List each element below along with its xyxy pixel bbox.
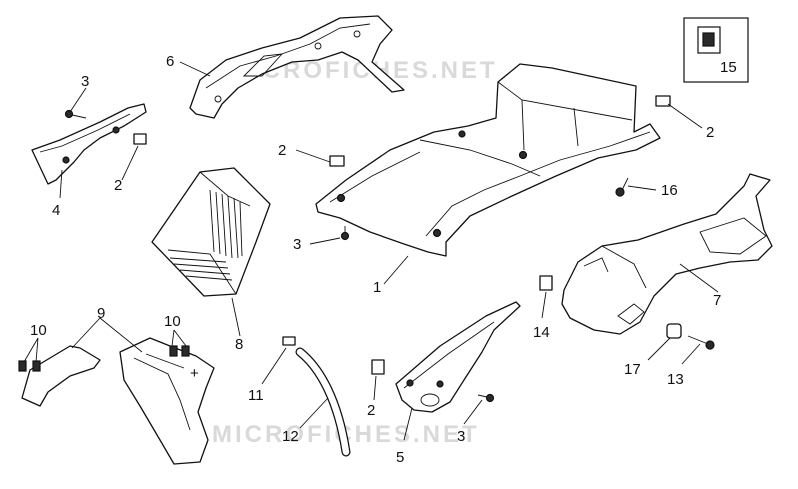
callout-14: 14 — [533, 324, 550, 341]
callout-3-bottom: 3 — [457, 428, 465, 445]
part-1-rear-undertray — [315, 63, 661, 257]
callout-9: 9 — [97, 305, 105, 322]
callout-16: 16 — [661, 182, 678, 199]
part-15-kit-box — [683, 17, 749, 83]
part-17-spacer — [666, 323, 682, 339]
part-2-clip-left — [133, 133, 147, 145]
callout-3-middle: 3 — [293, 236, 301, 253]
part-3-screw-middle — [340, 226, 350, 241]
part-9-plate-bracket: + — [21, 337, 215, 465]
mesh-lines — [169, 189, 243, 281]
part-8-mesh-guard — [151, 167, 271, 297]
callout-2-bottom: 2 — [367, 402, 375, 419]
part-3-screw-bottom — [477, 393, 495, 403]
part-12-hose — [295, 347, 351, 457]
part-2-clip-center — [329, 155, 345, 167]
callout-11: 11 — [248, 387, 264, 404]
callout-3-left: 3 — [81, 73, 89, 90]
callout-4: 4 — [52, 202, 60, 219]
callout-17: 17 — [624, 361, 641, 378]
part-7-rear-light-holder — [561, 173, 773, 335]
svg-text:+: + — [190, 365, 199, 382]
part-14-clip — [539, 275, 553, 291]
part-2-clip-right — [655, 95, 671, 107]
callout-10-left: 10 — [30, 322, 47, 339]
part-6-rear-frame-cover — [189, 15, 405, 119]
part-3-screw-left — [64, 109, 87, 119]
part-4-left-bracket — [31, 103, 147, 185]
callout-13: 13 — [667, 371, 684, 388]
part-11-fitting — [282, 336, 296, 346]
callout-1: 1 — [373, 279, 381, 296]
part-13-screw — [687, 335, 715, 350]
callout-12: 12 — [282, 428, 299, 445]
leader-lines — [23, 61, 719, 441]
part-5-side-panel — [395, 301, 521, 413]
callout-10-right: 10 — [164, 313, 181, 330]
callout-8: 8 — [235, 336, 243, 353]
callouts: 1 6 3 4 2 2 3 2 15 16 8 9 10 10 11 12 2 … — [30, 53, 737, 466]
callout-6: 6 — [166, 53, 174, 70]
part-2-clip-bottom — [371, 359, 385, 375]
callout-15: 15 — [720, 59, 737, 76]
callout-2-left: 2 — [114, 177, 122, 194]
part-16-screw — [615, 177, 629, 197]
callout-2-center: 2 — [278, 142, 286, 159]
callout-7: 7 — [713, 292, 721, 309]
callout-2-right: 2 — [706, 124, 714, 141]
part-10-screws-left — [18, 360, 41, 372]
callout-5: 5 — [396, 449, 404, 466]
